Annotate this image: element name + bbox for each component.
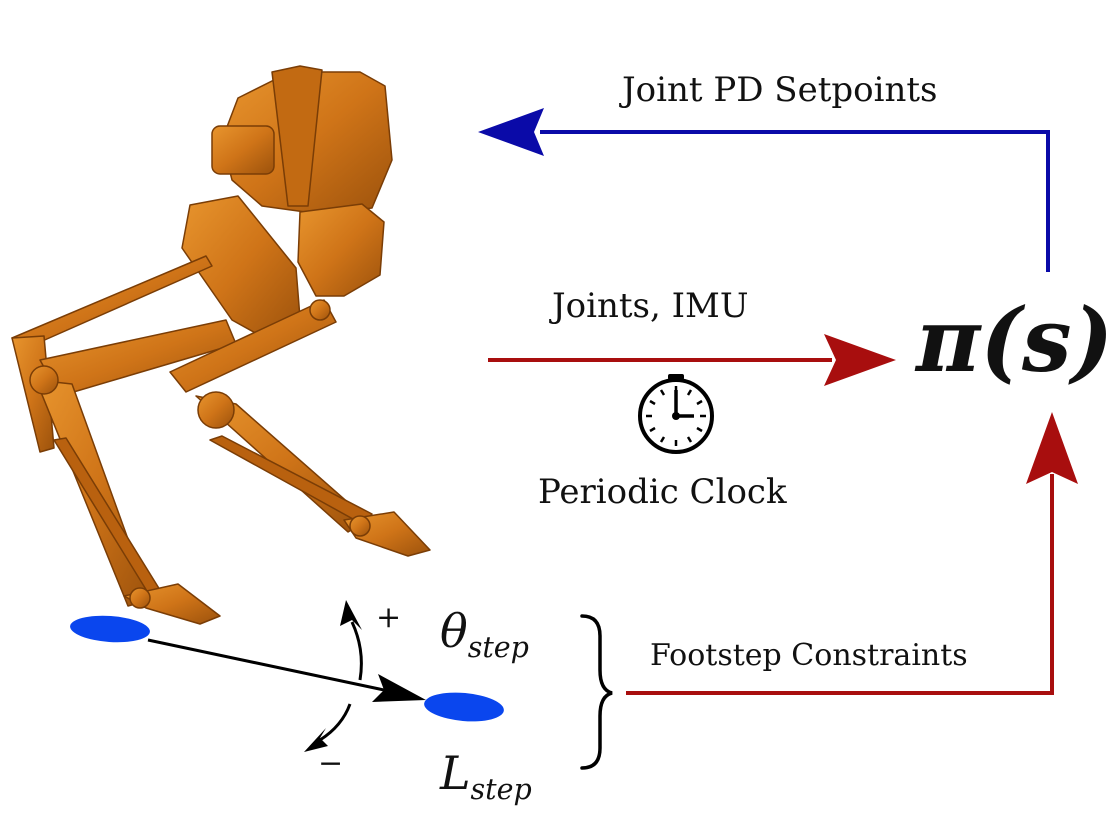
minus-label: − bbox=[318, 746, 344, 781]
footprint-icon bbox=[424, 692, 504, 722]
footprint-icon bbox=[70, 615, 150, 643]
joints-imu-arrow bbox=[488, 334, 896, 386]
rotation-positive-arrow bbox=[340, 600, 363, 681]
joint-pd-setpoints-arrow bbox=[478, 108, 1050, 272]
policy-label: π(s) bbox=[916, 288, 1114, 392]
l-subscript: step bbox=[470, 772, 532, 806]
bipedal-robot-icon bbox=[11, 65, 431, 625]
theta-symbol: θ bbox=[440, 604, 468, 658]
theta-subscript: step bbox=[467, 630, 529, 664]
footstep-constraints-label: Footstep Constraints bbox=[650, 638, 968, 673]
plus-label: + bbox=[376, 600, 402, 635]
clock-icon bbox=[638, 374, 714, 454]
brace bbox=[580, 614, 613, 770]
l-symbol: L bbox=[440, 746, 471, 800]
joints-imu-label: Joints, IMU bbox=[552, 286, 749, 326]
footstep-constraints-arrow bbox=[626, 412, 1078, 695]
l-step-label: Lstep bbox=[440, 746, 532, 806]
theta-step-label: θstep bbox=[440, 604, 529, 664]
rotation-negative-arrow bbox=[304, 703, 352, 752]
periodic-clock-label: Periodic Clock bbox=[538, 472, 787, 512]
step-vector-arrow bbox=[147, 638, 426, 702]
joint-pd-setpoints-label: Joint PD Setpoints bbox=[622, 70, 938, 110]
